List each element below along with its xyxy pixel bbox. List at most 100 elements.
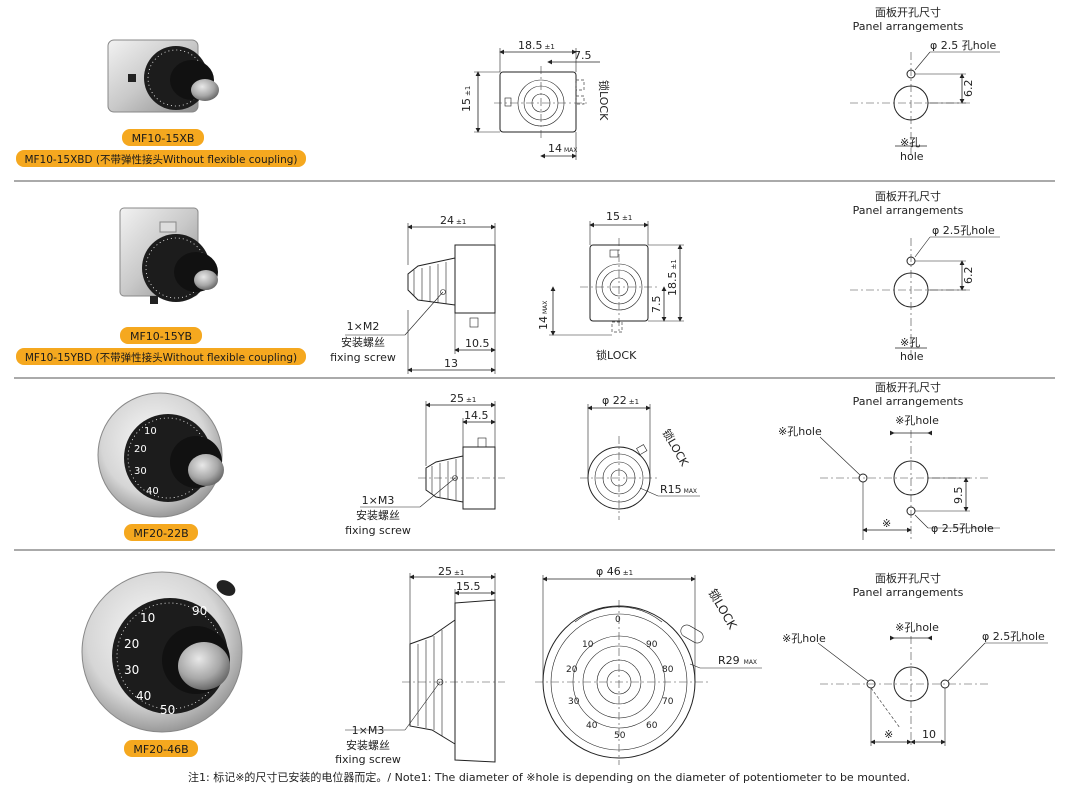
dial-number: 30	[134, 466, 147, 477]
side-length-dim: 25±1	[450, 392, 476, 405]
screw-en: fixing screw	[335, 753, 401, 766]
dial-number: 0	[615, 615, 621, 625]
product-photo-mf20-46b	[81, 571, 243, 733]
product-photo-mf20-22b	[97, 392, 224, 518]
front-dia-dim: φ 22±1	[602, 394, 639, 407]
front-height-dim: 15±1	[460, 86, 473, 112]
side-view-drawing	[360, 401, 505, 510]
panel-mark-hole-left: ※孔hole	[782, 632, 826, 645]
panel-title-en: Panel arrangements	[853, 395, 964, 408]
panel-title-en: Panel arrangements	[853, 586, 964, 599]
front-offset-dim: 7.5	[574, 49, 592, 62]
side-length-dim: 24±1	[440, 214, 466, 227]
product-photo-mf10-15yb	[119, 207, 218, 304]
variant-badge: MF10-15YBD (不带弹性接头Without flexible coupl…	[25, 351, 297, 364]
panel-mark-hole-left: ※孔hole	[778, 425, 822, 438]
screw-cn: 安装螺丝	[346, 738, 390, 752]
panel-hole: hole	[900, 150, 924, 163]
screw-spec: 1×M3	[352, 724, 385, 737]
side-length-dim: 25±1	[438, 565, 464, 578]
model-badge: MF20-22B	[133, 527, 188, 540]
dial-number: 30	[124, 663, 139, 677]
panel-title-cn: 面板开孔尺寸	[875, 380, 941, 394]
model-badge-bg	[124, 524, 198, 541]
dial-number: 20	[134, 444, 147, 455]
panel-title-en: Panel arrangements	[853, 20, 964, 33]
panel-title-cn: 面板开孔尺寸	[875, 5, 941, 19]
panel-mark-hole-top: ※孔hole	[895, 414, 939, 427]
section-mf10-15yb: MF10-15YB MF10-15YBD (不带弹性接头Without flex…	[16, 189, 1000, 374]
side-d2-dim: 13	[444, 357, 458, 370]
panel-mark: ※孔	[900, 336, 920, 349]
panel-mark-hole-top: ※孔hole	[895, 621, 939, 634]
lock-label: 锁LOCK	[705, 586, 741, 633]
variant-badge-bg	[16, 348, 306, 365]
front-h2-dim: 7.5	[650, 296, 663, 314]
footnote: 注1: 标记※的尺寸已安装的电位器而定。/ Note1: The diamete…	[188, 770, 910, 784]
section-mf20-22b: 10 20 30 40 MF20-22B 25±1 14.5 1×M3 安装螺丝	[97, 380, 1000, 541]
lock-label: 锁LOCK	[597, 80, 611, 121]
side-d1-dim: 10.5	[465, 337, 490, 350]
panel-small-hole: φ 2.5孔hole	[931, 522, 994, 535]
front-dia-dim: φ 46±1	[596, 565, 633, 578]
dial-number: 40	[586, 721, 598, 731]
panel-title-cn: 面板开孔尺寸	[875, 571, 941, 585]
screw-cn: 安装螺丝	[341, 335, 385, 349]
model-badge: MF20-46B	[133, 743, 188, 756]
dial-number: 50	[614, 731, 626, 741]
panel-mark: ※	[884, 728, 893, 741]
panel-drawing	[817, 635, 1048, 746]
dial-number: 90	[192, 604, 207, 618]
side-view-drawing	[345, 223, 496, 374]
panel-spacing: 6.2	[962, 80, 975, 98]
model-badge-bg	[122, 129, 204, 146]
panel-drawing	[819, 430, 1000, 540]
dial-number: 50	[160, 703, 175, 717]
dial-number: 90	[646, 640, 658, 650]
side-view-drawing	[345, 573, 505, 763]
panel-small-hole: φ 2.5孔hole	[932, 224, 995, 237]
model-badge: MF10-15XB	[132, 132, 195, 145]
panel-title-en: Panel arrangements	[853, 204, 964, 217]
front-view-drawing	[580, 404, 700, 520]
panel-drawing	[850, 236, 1000, 358]
front-view-drawing	[535, 575, 762, 765]
side-d1-dim: 14.5	[464, 409, 489, 422]
dial-number: 70	[662, 697, 674, 707]
front-view-drawing	[549, 221, 684, 336]
screw-cn: 安装螺丝	[356, 508, 400, 522]
dial-number: 30	[568, 697, 580, 707]
dial-number: 40	[146, 486, 159, 497]
panel-drawing	[850, 51, 1000, 155]
variant-badge-bg	[16, 150, 306, 167]
lock-label: 锁LOCK	[659, 427, 692, 470]
dial-number: 60	[646, 721, 658, 731]
screw-en: fixing screw	[345, 524, 411, 537]
panel-spacing: 10	[922, 728, 936, 741]
panel-small-hole: φ 2.5 孔hole	[930, 39, 997, 52]
dial-number: 20	[124, 637, 139, 651]
lock-label: 锁LOCK	[596, 348, 637, 362]
panel-spacing: 6.2	[962, 267, 975, 285]
screw-en: fixing screw	[330, 351, 396, 364]
model-badge-bg	[120, 327, 202, 344]
product-photo-mf10-15xb	[107, 39, 219, 113]
panel-mark: ※	[882, 517, 891, 530]
dial-number: 20	[566, 665, 578, 675]
dial-number: 10	[140, 611, 155, 625]
front-width-dim: 15±1	[606, 210, 632, 223]
section-mf20-46b: 90 10 20 30 40 50 MF20-46B 25±1 15.5 1×M…	[81, 565, 1048, 766]
section-mf10-15xb: MF10-15XB MF10-15XBD (不带弹性接头Without flex…	[16, 5, 1000, 167]
panel-small-hole: φ 2.5孔hole	[982, 630, 1045, 643]
screw-spec: 1×M2	[347, 320, 380, 333]
panel-hole: hole	[900, 350, 924, 363]
dial-number: 10	[582, 640, 594, 650]
model-badge-bg	[124, 740, 198, 757]
front-height-dim: 18.5±1	[666, 259, 679, 296]
side-d1-dim: 15.5	[456, 580, 481, 593]
dial-number: 80	[662, 665, 674, 675]
